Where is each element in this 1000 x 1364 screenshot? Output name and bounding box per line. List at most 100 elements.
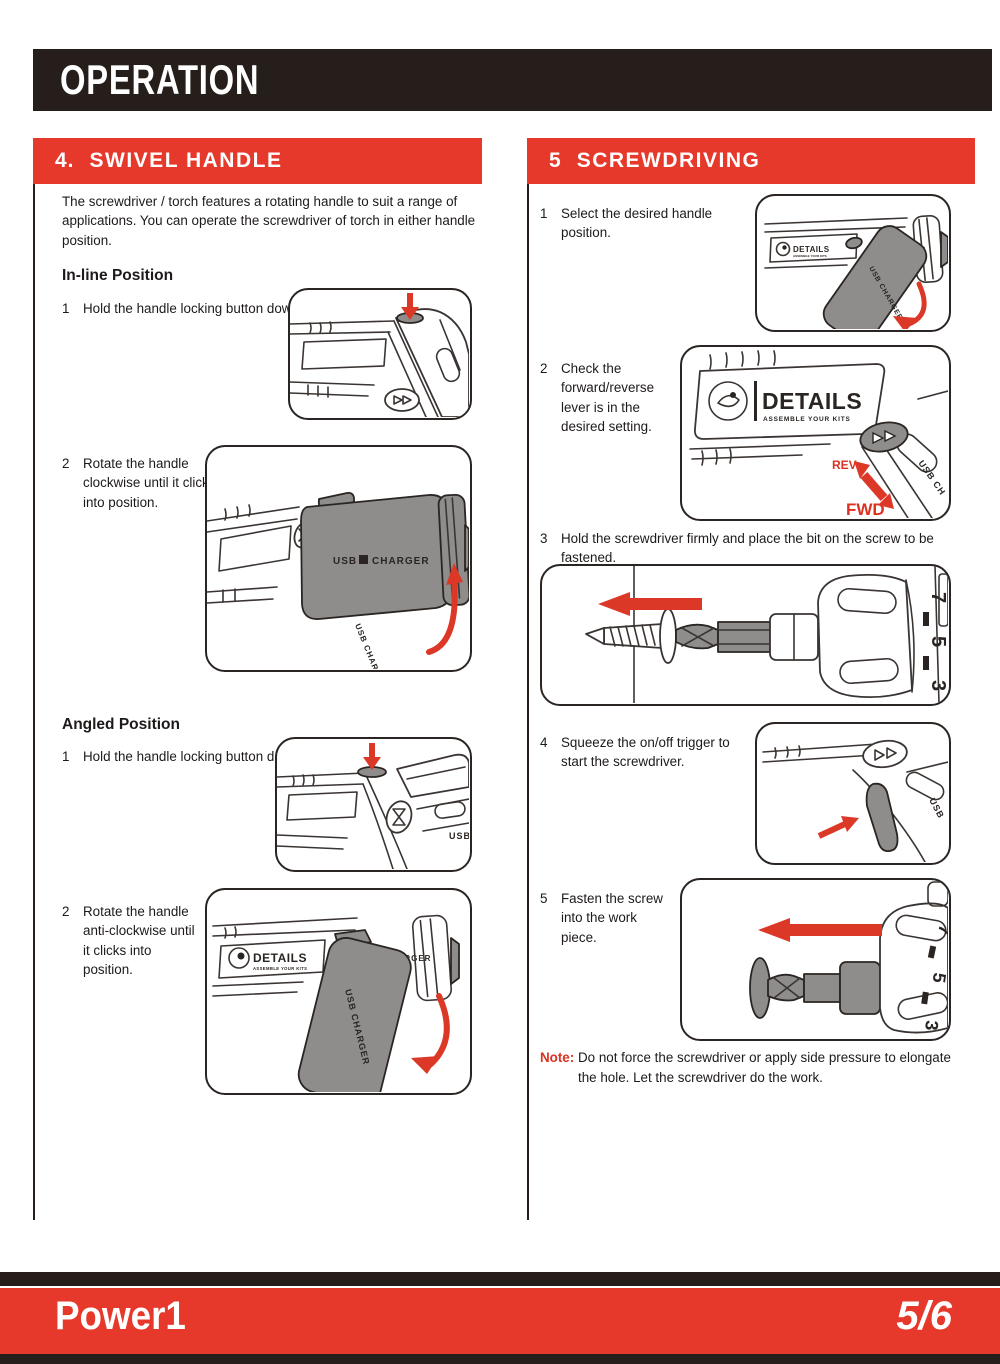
illustration-inline-step1 (288, 288, 472, 420)
svg-text:ASSEMBLE YOUR KITS: ASSEMBLE YOUR KITS (763, 416, 851, 423)
step-text: Fasten the screw into the work piece. (561, 891, 663, 945)
svg-text:ASSEMBLE YOUR KITS: ASSEMBLE YOUR KITS (793, 254, 827, 258)
inline-position-heading: In-line Position (62, 267, 174, 284)
fwd-rev-button-icon (392, 808, 406, 826)
footer-black-strip-top (0, 1272, 1000, 1286)
note-label: Note: (540, 1050, 575, 1065)
red-arrow-down-icon (401, 293, 419, 320)
svg-text:DETAILS: DETAILS (793, 245, 830, 254)
illustration-fasten-screw: 7 5 3 (680, 878, 951, 1041)
note-text: Do not force the screwdriver or apply si… (578, 1050, 951, 1086)
screwdriving-step-5: 5 Fasten the screw into the work piece. (540, 889, 675, 947)
step-number: 1 (62, 749, 70, 764)
svg-text:3: 3 (927, 680, 948, 691)
footer-red-bar (0, 1288, 1000, 1354)
section-header-screwdriving: 5 SCREWDRIVING (527, 138, 975, 184)
step-number: 2 (62, 456, 70, 471)
svg-text:7: 7 (927, 592, 948, 603)
section-header-swivel-handle: 4. SWIVEL HANDLE (33, 138, 482, 184)
fwd-rev-button-icon (874, 747, 897, 761)
fasten-screw-drawing: 7 5 3 (749, 881, 948, 1034)
footer-page-indicator: 5/6 (896, 1294, 952, 1338)
fwd-rev-button-icon (393, 395, 412, 405)
section-number: 4. (55, 149, 75, 172)
step-number: 1 (540, 206, 548, 221)
inline-step-2: 2 Rotate the handle clockwise until it c… (62, 454, 242, 512)
fwd-label: FWD (846, 500, 885, 518)
workpiece-disc (749, 957, 771, 1019)
step-text: Check the forward/reverse lever is in th… (561, 361, 655, 435)
svg-text:ASSEMBLE YOUR KITS: ASSEMBLE YOUR KITS (253, 966, 307, 971)
step-number: 2 (540, 361, 548, 376)
angled-position-heading: Angled Position (62, 716, 180, 733)
inline-step2-drawing: USB CHARGER USB CHARGER (207, 491, 469, 669)
svg-text:CHARGER: CHARGER (372, 556, 430, 567)
svg-text:DETAILS: DETAILS (253, 951, 307, 965)
red-arrow-left-icon (758, 918, 882, 942)
red-arrow-left-icon (598, 592, 702, 616)
step-text: Hold the handle locking button down. (83, 749, 303, 764)
red-arrow-down-icon (363, 743, 381, 770)
illustration-inline-step2: USB CHARGER USB CHARGER (205, 445, 472, 672)
usb-label: USB (449, 831, 469, 841)
illustration-place-bit: 7 5 3 (540, 564, 951, 706)
usb-vertical-label: USB (927, 796, 946, 820)
fwd-rev-drawing: DETAILS ASSEMBLE YOUR KITS USB CH REV FW… (689, 350, 948, 518)
usb-charger-label: USB CHARGER (333, 555, 430, 567)
details-logo: DETAILS ASSEMBLE YOUR KITS (228, 947, 307, 971)
section-title: SWIVEL HANDLE (89, 149, 283, 172)
footer-brand: Power1 (55, 1294, 186, 1338)
screw-drawing (585, 608, 677, 664)
svg-text:5: 5 (929, 971, 948, 984)
details-logo: DETAILS ASSEMBLE YOUR KITS (775, 241, 830, 258)
select-position-drawing: DETAILS ASSEMBLE YOUR KITS USB CHARGER U… (764, 214, 948, 329)
step-text: Select the desired handle position. (561, 206, 713, 241)
page-title: OPERATION (60, 56, 260, 103)
screwdriving-step-4: 4 Squeeze the on/off trigger to start th… (540, 733, 745, 772)
footer-black-strip-bottom (0, 1354, 1000, 1364)
illustration-select-position: DETAILS ASSEMBLE YOUR KITS USB CHARGER U… (755, 194, 951, 332)
svg-text:5: 5 (927, 636, 948, 647)
screwdriving-step-1: 1 Select the desired handle position. (540, 204, 740, 243)
note-block: Note: Do not force the screwdriver or ap… (540, 1048, 972, 1088)
section-number: 5 (549, 149, 562, 172)
inline-step-1: 1 Hold the handle locking button down. (62, 299, 312, 318)
step-number: 5 (540, 891, 548, 906)
angled-step-1: 1 Hold the handle locking button down. (62, 747, 312, 766)
illustration-angled-step2: DETAILS ASSEMBLE YOUR KITS USB CHARGER U… (205, 888, 472, 1095)
angled-step1-drawing: USB (277, 743, 469, 869)
place-bit-drawing: 7 5 3 (585, 566, 948, 703)
usb-charger-vertical-label: USB CHARGER (353, 622, 388, 669)
red-rotate-arrow-icon (426, 563, 463, 655)
red-fwd-rev-arrow-icon (854, 461, 894, 509)
svg-text:DETAILS: DETAILS (762, 388, 862, 414)
step-number: 1 (62, 301, 70, 316)
screwdriving-step-2: 2 Check the forward/reverse lever is in … (540, 359, 675, 437)
illustration-trigger: USB (755, 722, 951, 865)
screwdriving-step-3: 3 Hold the screwdriver firmly and place … (540, 529, 970, 568)
red-arrow-icon (817, 816, 859, 839)
operation-header-bar: OPERATION (33, 49, 992, 111)
trigger-button (865, 782, 899, 853)
left-column-rule (33, 138, 35, 1220)
torque-ring-numbers: 7 5 3 (923, 592, 948, 691)
illustration-fwd-rev: DETAILS ASSEMBLE YOUR KITS USB CH REV FW… (680, 345, 951, 521)
step-number: 3 (540, 531, 548, 546)
step-text: Hold the screwdriver firmly and place th… (561, 531, 934, 566)
step-text: Rotate the handle clockwise until it cli… (83, 456, 216, 510)
angled-step-2: 2 Rotate the handle anti-clockwise until… (62, 902, 222, 980)
step-number: 4 (540, 735, 548, 750)
right-column-rule (527, 138, 529, 1220)
svg-text:3: 3 (921, 1020, 942, 1031)
fwd-rev-button-icon (872, 429, 897, 445)
fwd-rev-lever (859, 421, 909, 453)
swivel-intro-text: The screwdriver / torch features a rotat… (62, 194, 476, 248)
usb-ch-vertical-label: USB CH (916, 458, 947, 497)
details-logo: DETAILS ASSEMBLE YOUR KITS (708, 381, 862, 423)
trigger-drawing: USB (762, 739, 948, 862)
step-text: Squeeze the on/off trigger to start the … (561, 735, 730, 770)
rev-label: REV (832, 458, 857, 472)
section-title: SCREWDRIVING (576, 149, 761, 172)
svg-text:USB: USB (333, 556, 357, 567)
